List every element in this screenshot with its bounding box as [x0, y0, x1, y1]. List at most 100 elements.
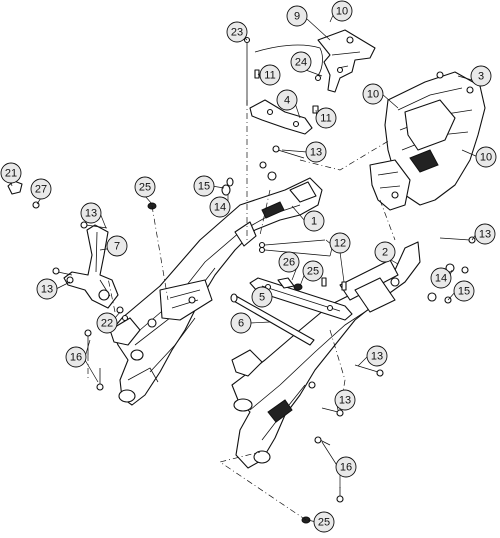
callout-number: 13 [339, 395, 351, 407]
callout-number: 14 [214, 202, 226, 214]
callout-circle [453, 280, 475, 302]
subframe-right [231, 241, 421, 469]
callout-7: 7 [106, 235, 128, 257]
callout-6: 6 [230, 312, 252, 334]
callout-number: 27 [35, 184, 47, 196]
callout-circle [36, 278, 58, 300]
callout-number: 24 [295, 57, 307, 69]
callout-circle [334, 389, 356, 411]
electronics-tray [369, 71, 486, 211]
callout-26: 26 [278, 251, 300, 273]
callout-circle [470, 65, 492, 87]
callout-13: 13 [366, 345, 388, 367]
callout-circle [475, 146, 497, 168]
callout-circle [313, 511, 335, 533]
callout-circle [331, 0, 353, 22]
callout-13: 13 [80, 202, 102, 224]
callout-14: 14 [430, 267, 452, 289]
callout-number: 10 [367, 89, 379, 101]
callout-number: 13 [41, 284, 53, 296]
callout-12: 12 [329, 232, 351, 254]
callout-16: 16 [335, 456, 357, 478]
callout-13: 13 [474, 223, 496, 245]
callout-number: 9 [294, 11, 300, 23]
callout-number: 14 [435, 273, 447, 285]
callout-5: 5 [251, 286, 273, 308]
callout-25: 25 [313, 511, 335, 533]
callout-23: 23 [226, 21, 248, 43]
callout-circle [302, 260, 324, 282]
callout-circle [65, 346, 87, 368]
callout-circle [366, 345, 388, 367]
callout-number: 25 [318, 517, 330, 529]
callout-24: 24 [290, 51, 312, 73]
callout-circle [474, 223, 496, 245]
callout-circle [106, 235, 128, 257]
callout-27: 27 [30, 178, 52, 200]
callout-number: 6 [238, 318, 244, 330]
callout-13: 13 [305, 141, 327, 163]
callout-circle [315, 107, 337, 129]
callout-circle [362, 83, 384, 105]
callout-number: 10 [336, 6, 348, 18]
callout-number: 1 [311, 216, 317, 228]
hardware [7, 36, 476, 524]
callout-circle [251, 286, 273, 308]
callout-circle [329, 232, 351, 254]
callout-number: 2 [382, 247, 388, 259]
callout-2: 2 [374, 241, 396, 263]
callout-number: 13 [479, 229, 491, 241]
callout-13: 13 [334, 389, 356, 411]
callout-circle [290, 51, 312, 73]
callout-circle [259, 64, 281, 86]
callout-3: 3 [470, 65, 492, 87]
callout-10: 10 [475, 146, 497, 168]
callout-9: 9 [286, 5, 308, 27]
callout-11: 11 [259, 64, 281, 86]
callout-11: 11 [315, 107, 337, 129]
callout-number: 5 [259, 292, 265, 304]
callout-number: 7 [114, 241, 120, 253]
assembly-lines [87, 100, 396, 521]
callout-number: 22 [101, 318, 113, 330]
callout-number: 11 [264, 70, 275, 82]
callout-number: 25 [307, 266, 319, 278]
callout-10: 10 [362, 83, 384, 105]
callout-number: 4 [284, 95, 290, 107]
callout-number: 13 [85, 208, 97, 220]
callout-number: 15 [198, 181, 210, 193]
callout-number: 23 [231, 27, 243, 39]
callout-number: 13 [371, 351, 383, 363]
callout-circle [230, 312, 252, 334]
callout-circle [80, 202, 102, 224]
callout-22: 22 [96, 312, 118, 334]
callout-circle [226, 21, 248, 43]
callout-13: 13 [36, 278, 58, 300]
callout-number: 25 [139, 182, 151, 194]
callout-circle [335, 456, 357, 478]
callout-number: 10 [480, 152, 492, 164]
callout-14: 14 [209, 196, 231, 218]
callout-circle [305, 141, 327, 163]
callout-circle [374, 241, 396, 263]
callout-number: 12 [334, 238, 346, 250]
callout-number: 16 [340, 462, 352, 474]
callout-number: 3 [478, 71, 484, 83]
callout-circle [286, 5, 308, 27]
callout-circle [134, 176, 156, 198]
callout-number: 16 [70, 352, 82, 364]
callout-number: 11 [320, 113, 331, 125]
callout-circle [193, 175, 215, 197]
callout-circle [430, 267, 452, 289]
callout-4: 4 [276, 89, 298, 111]
callout-circle [30, 178, 52, 200]
cross-tube [230, 293, 315, 346]
callout-15: 15 [453, 280, 475, 302]
callout-number: 13 [310, 147, 322, 159]
top-bracket [317, 29, 376, 93]
callout-circle [0, 162, 22, 184]
callout-21: 21 [0, 162, 22, 184]
